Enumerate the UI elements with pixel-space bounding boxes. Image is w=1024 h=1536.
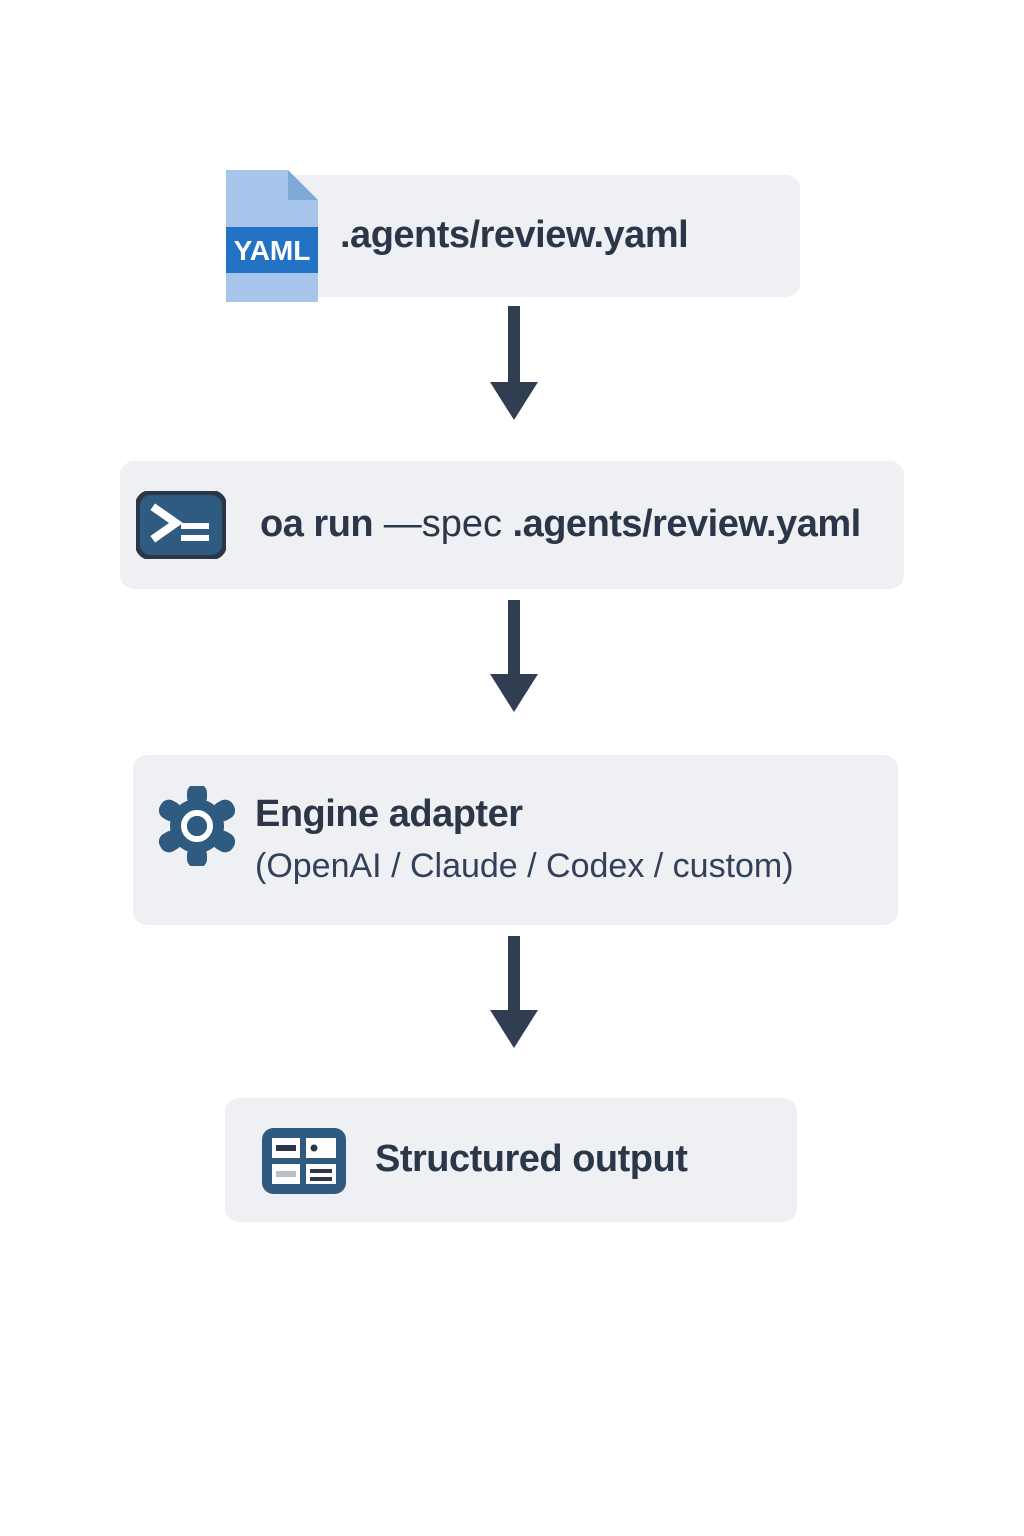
step-card-structured-output: Structured output [225,1098,797,1222]
arrow-spec-to-command [486,306,542,422]
engine-adapter-sublabel: (OpenAI / Claude / Codex / custom) [255,847,794,886]
structured-output-label: Structured output [375,1138,688,1181]
command-flag: —spec [383,503,502,546]
step-card-spec-file: .agents/review.yaml [228,175,800,297]
yaml-icon-text: YAML [234,235,311,266]
terminal-icon [136,491,226,559]
dashboard-layout-icon [262,1128,346,1194]
yaml-file-icon: YAML [226,170,318,302]
step-card-run-command: oa run —spec .agents/review.yaml [120,461,904,589]
command-name: oa run [260,503,374,546]
command-argument: .agents/review.yaml [512,503,862,546]
command-line: oa run —spec .agents/review.yaml [260,503,862,546]
gear-icon [157,786,237,866]
arrow-engine-to-output [486,936,542,1050]
engine-adapter-label: Engine adapter [255,793,523,836]
arrow-command-to-engine [486,600,542,714]
spec-file-label: .agents/review.yaml [340,214,689,257]
step-card-engine-adapter: Engine adapter (OpenAI / Claude / Codex … [133,755,898,925]
